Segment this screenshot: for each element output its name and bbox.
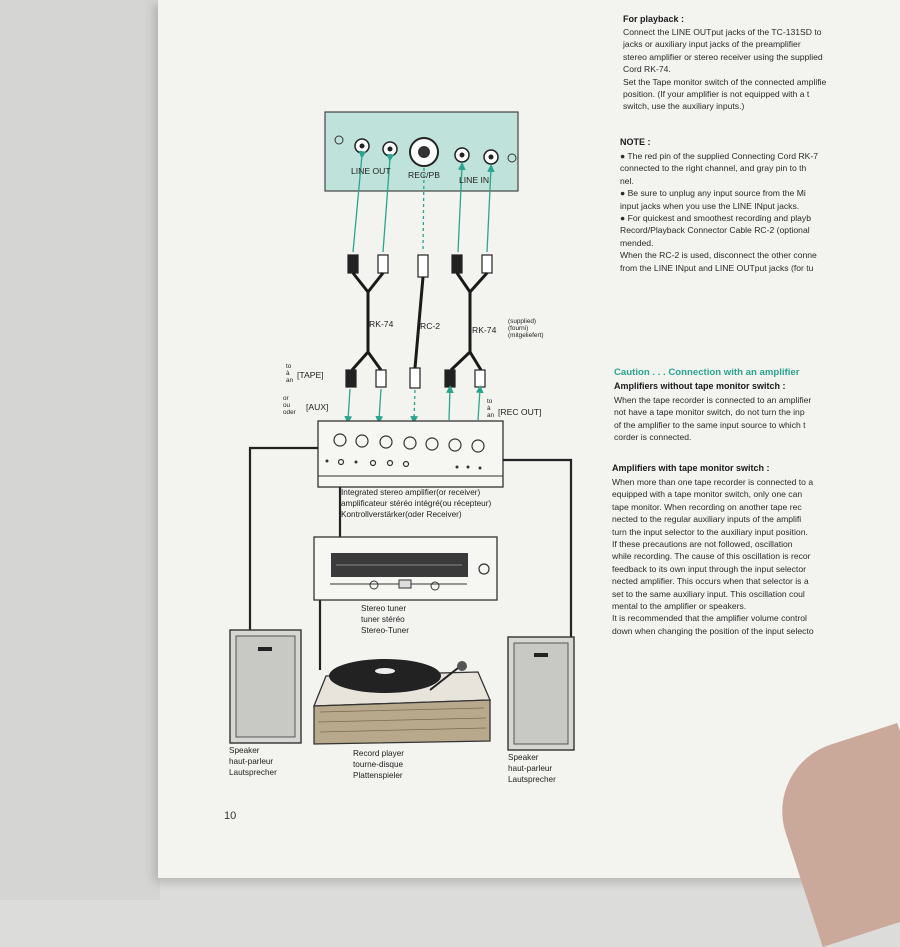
line-out-label: LINE OUT	[351, 166, 391, 176]
record-player-drawing	[313, 659, 491, 745]
line-in-label: LINE IN	[459, 175, 490, 185]
tape-label: [TAPE]	[297, 370, 324, 380]
caution-heading: Caution . . . Connection with an amplifi…	[614, 367, 800, 378]
cable-rk74-left-label: RK-74	[369, 319, 394, 329]
cable-rk74-right-label: RK-74	[472, 325, 497, 335]
monitor-paragraph: When more than one tape recorder is conn…	[612, 477, 814, 636]
amplifier-drawing	[317, 420, 504, 488]
left-speaker-drawing	[229, 629, 302, 744]
rec-out-label: [REC OUT]	[498, 407, 542, 417]
tuner-drawing	[313, 536, 498, 601]
monitor-heading: Amplifiers with tape monitor switch :	[612, 463, 770, 473]
amplifier-caption: Integrated stereo amplifier(or receiver)…	[341, 488, 492, 519]
playback-heading: For playback :	[623, 14, 685, 24]
cable-rc2-label: RC-2	[420, 321, 441, 331]
no-monitor-paragraph: When the tape recorder is connected to a…	[614, 395, 812, 443]
supplied-label: (supplied)(fourni)(mitgeliefert)	[508, 318, 544, 339]
no-monitor-heading: Amplifiers without tape monitor switch :	[614, 381, 786, 391]
background-table	[0, 0, 160, 900]
note-list: ● The red pin of the supplied Connecting…	[620, 151, 819, 273]
note-heading: NOTE :	[620, 137, 651, 147]
tape-deck-jack-panel	[324, 111, 519, 192]
rec-pb-label: REC/PB	[408, 170, 440, 180]
aux-label: [AUX]	[306, 402, 329, 412]
connection-diagram	[229, 111, 575, 751]
right-speaker-drawing	[507, 636, 575, 751]
page-number: 10	[224, 810, 237, 822]
playback-paragraph: Connect the LINE OUTput jacks of the TC-…	[623, 27, 827, 112]
